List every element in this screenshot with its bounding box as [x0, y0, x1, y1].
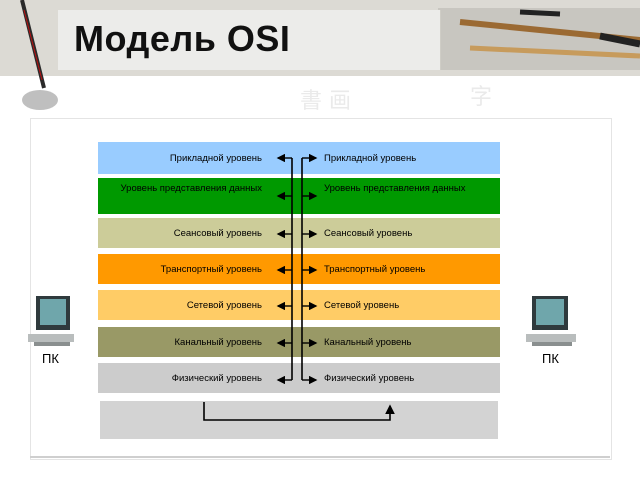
slide-title: Модель OSI — [74, 18, 291, 59]
title-plate — [58, 10, 441, 70]
layer-band — [98, 254, 500, 284]
layer-label-right: Сеансовый уровень — [324, 227, 413, 239]
svg-text:書 画: 書 画 — [300, 89, 351, 114]
right-brush-icon — [438, 8, 640, 70]
layer-label-left: Канальный уровень — [174, 336, 263, 348]
layer-label-left: Транспортный уровень — [160, 263, 262, 275]
layer-band — [98, 218, 500, 248]
layer-band — [98, 142, 500, 174]
right-pc-label: ПК — [542, 351, 559, 366]
footer-divider — [30, 456, 610, 458]
layer-label-left: Уровень представления данных — [120, 182, 262, 194]
layer-label-left: Прикладной уровень — [169, 152, 262, 164]
layer-label-right: Физический уровень — [324, 372, 415, 384]
layer-band — [98, 327, 500, 357]
layer-label-right: Сетевой уровень — [324, 299, 400, 311]
layer-band — [98, 178, 500, 214]
layer-label-right: Прикладной уровень — [324, 152, 417, 164]
layer-label-left: Физический уровень — [171, 372, 262, 384]
layer-band — [98, 363, 500, 393]
medium-path — [203, 402, 395, 421]
left-pc-label: ПК — [42, 351, 59, 366]
brush-icon — [20, 0, 58, 110]
layer-label-right: Уровень представления данных — [324, 182, 466, 194]
layer-label-left: Сеансовый уровень — [173, 227, 262, 239]
right-computer-icon — [526, 296, 576, 346]
layer-band — [98, 290, 500, 320]
svg-text:字: 字 — [470, 85, 492, 110]
left-computer-icon — [28, 296, 74, 346]
layer-label-left: Сетевой уровень — [186, 299, 262, 311]
layer-label-right: Канальный уровень — [324, 336, 412, 348]
brush-decoration: 書 画 字 — [20, 0, 640, 114]
layer-label-right: Транспортный уровень — [324, 263, 426, 275]
